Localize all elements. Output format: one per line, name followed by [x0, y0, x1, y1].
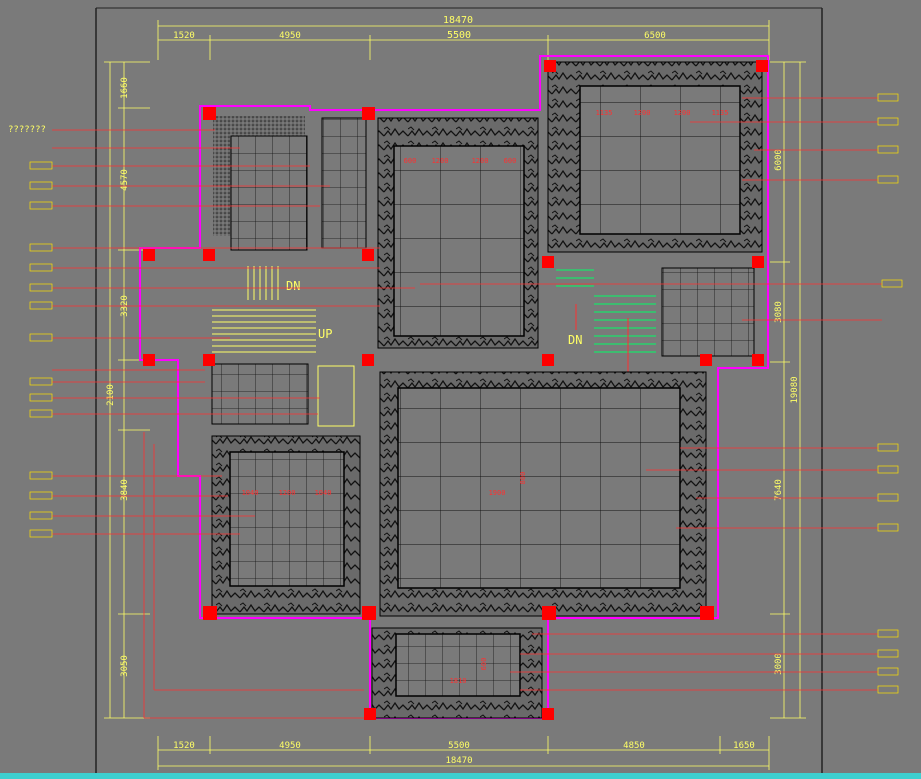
- top-dim-3: 5500: [447, 30, 471, 41]
- room-dim-tm-4: 600: [504, 157, 517, 165]
- room-dim-bottom-v: 600: [480, 658, 488, 671]
- room-dim-tm-1: 600: [404, 157, 417, 165]
- stair-left-area: [200, 262, 368, 354]
- left-unknown-label: ???????: [8, 125, 46, 135]
- right-dim-1: 6000: [774, 149, 784, 171]
- top-dim-4: 6500: [644, 31, 666, 41]
- stair-right-dn-label: DN: [568, 333, 582, 347]
- room-top-right: [579, 85, 741, 235]
- room-dim-tm-3: 1200: [472, 157, 489, 165]
- status-strip: [0, 773, 921, 779]
- left-dim-1: 1660: [120, 77, 130, 99]
- right-overall-dim: 19080: [790, 376, 800, 403]
- room-dim-tr-2: 1200: [634, 109, 651, 117]
- left-dim-6: 3050: [120, 655, 130, 677]
- top-dimension-chain: [157, 20, 770, 60]
- room-bottom: [395, 633, 521, 697]
- room-left-lower: [229, 451, 345, 587]
- room-center-living: [397, 387, 681, 589]
- stair-left-up-label: UP: [318, 327, 332, 341]
- room-dim-ml-2: 1200: [279, 489, 296, 497]
- stair-right-treads: [556, 269, 656, 353]
- room-top-mid: [393, 145, 525, 337]
- left-dim-2: 4570: [120, 169, 130, 191]
- room-top-left-bath: [230, 135, 308, 251]
- left-callout-leaders: [52, 129, 415, 719]
- room-dim-ml-3: 1040: [315, 489, 332, 497]
- right-dim-4: 3000: [774, 653, 784, 675]
- room-closet: [321, 117, 367, 249]
- bottom-dim-4: 4850: [623, 741, 645, 751]
- stair-left-dn-label: DN: [286, 279, 300, 293]
- room-dim-tr-3: 1200: [674, 109, 691, 117]
- bottom-dim-3: 5500: [448, 741, 470, 751]
- room-dim-bottom: 1810: [450, 677, 467, 685]
- right-dimension-chain: [770, 61, 806, 719]
- bottom-dim-2: 4950: [279, 741, 301, 751]
- room-dim-tr-1: 1135: [596, 109, 613, 117]
- right-dim-3: 7640: [774, 479, 784, 501]
- room-left-mid-small: [211, 363, 309, 425]
- room-dim-ml-1: 1040: [242, 489, 259, 497]
- right-dim-2: 3080: [774, 301, 784, 323]
- top-dim-2: 4950: [279, 31, 301, 41]
- room-dim-tr-4: 1135: [712, 109, 729, 117]
- right-callout-leaders: [420, 97, 882, 691]
- room-right-mid: [661, 267, 755, 357]
- left-dim-4: 2100: [106, 384, 116, 406]
- bath-counter: [213, 116, 305, 136]
- top-dim-1: 1520: [173, 31, 195, 41]
- room-dim-center: 1900: [489, 489, 506, 497]
- stair-left-treads: [212, 266, 316, 353]
- right-tags: [877, 93, 903, 694]
- bottom-overall-dim: 18470: [445, 756, 472, 766]
- left-dim-5: 3840: [120, 479, 130, 501]
- bottom-dim-1: 1520: [173, 741, 195, 751]
- bottom-dim-5: 1650: [733, 741, 755, 751]
- bottom-dimension-chain: [157, 736, 770, 770]
- room-dim-center-v: 800: [519, 472, 527, 485]
- left-tags: [29, 161, 53, 538]
- top-overall-dim: 18470: [443, 15, 473, 26]
- columns: [143, 60, 768, 720]
- room-wc: [317, 365, 355, 427]
- room-dim-tm-2: 1200: [432, 157, 449, 165]
